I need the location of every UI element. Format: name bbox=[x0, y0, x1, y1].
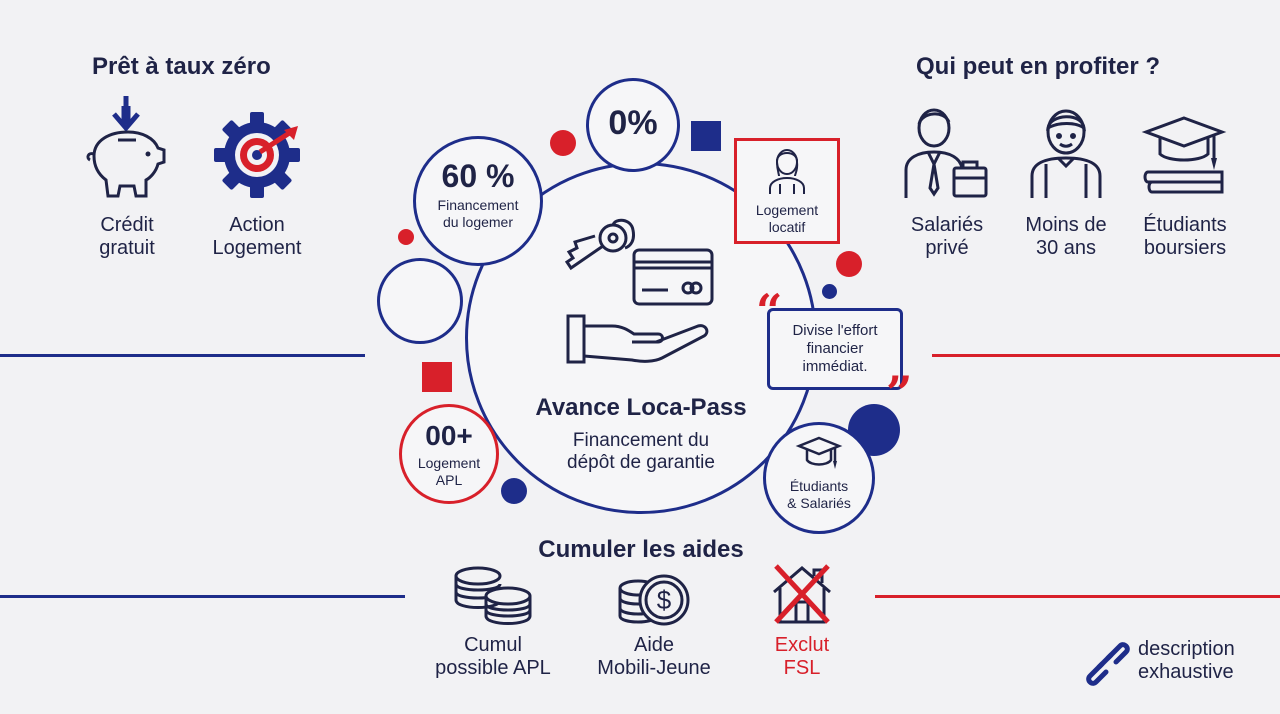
mobili-jeune-label: Aide Mobili-Jeune bbox=[578, 634, 730, 680]
quote-text: Divise l'effort financier immédiat. bbox=[767, 322, 903, 376]
crossed-house-icon bbox=[770, 562, 834, 626]
financing-caption-line-2: du logemer bbox=[442, 214, 514, 230]
close-quote-icon: ” bbox=[886, 366, 913, 420]
apl-label-line-2: APL bbox=[435, 472, 463, 488]
cumul-label-line-2: possible APL bbox=[435, 657, 551, 679]
woman-icon bbox=[768, 146, 806, 196]
key-icon bbox=[564, 218, 635, 276]
credit-card-icon bbox=[632, 248, 714, 306]
financing-caption-line-1: Financement bbox=[437, 197, 519, 213]
main-subtitle-line-1: Financement du bbox=[572, 430, 710, 451]
navy-square bbox=[691, 121, 721, 151]
credit-label-line-2: gratuit bbox=[99, 237, 155, 259]
scholarship-students-label-line-1: Étudiants bbox=[1143, 214, 1227, 236]
fsl-label-line-1: Exclut bbox=[774, 634, 830, 656]
main-subtitle-line-2: dépôt de garantie bbox=[567, 452, 715, 473]
cumul-label: Cumul possible APL bbox=[418, 634, 568, 680]
rental-housing-label: Logement locatif bbox=[734, 202, 840, 236]
students-label: Étudiants & Salariés bbox=[763, 478, 875, 512]
credit-label-line-1: Crédit bbox=[100, 214, 154, 236]
action-label-line-1: Action bbox=[229, 214, 285, 236]
employees-label: Salariés privé bbox=[888, 214, 1006, 260]
students-label-line-1: Étudiants bbox=[789, 478, 849, 494]
empty-ring bbox=[377, 258, 463, 344]
link-icon[interactable] bbox=[1082, 638, 1130, 686]
action-label: Action Logement bbox=[196, 214, 318, 260]
students-circle bbox=[763, 422, 875, 534]
red-dot bbox=[398, 229, 414, 245]
red-dot bbox=[836, 251, 862, 277]
financing-value: 60 % bbox=[441, 158, 515, 194]
fsl-label: Exclut FSL bbox=[740, 634, 864, 680]
rental-housing-label-line-1: Logement bbox=[755, 202, 819, 218]
under-30-label: Moins de 30 ans bbox=[1008, 214, 1124, 260]
divider-right-bottom bbox=[875, 595, 1280, 598]
employees-label-line-2: privé bbox=[925, 237, 969, 259]
main-subtitle: Financement du dépôt de garantie bbox=[480, 430, 802, 474]
financing-caption: Financement du logemer bbox=[413, 197, 543, 231]
footer-link-line-2[interactable]: exhaustive bbox=[1138, 661, 1234, 683]
gear-target-icon bbox=[214, 112, 300, 198]
scholarship-students-label: Étudiants boursiers bbox=[1126, 214, 1244, 260]
quote-text-line-1: Divise l'effort bbox=[792, 322, 878, 339]
navy-dot bbox=[501, 478, 527, 504]
apl-value: 00+ bbox=[425, 420, 473, 451]
financing-circle bbox=[413, 136, 543, 266]
apl-label: Logement APL bbox=[399, 455, 499, 489]
graduation-cap-small-icon bbox=[795, 436, 843, 472]
rental-housing-label-line-2: locatif bbox=[768, 219, 806, 235]
quote-text-line-3: immédiat. bbox=[802, 358, 868, 375]
svg-text:$: $ bbox=[657, 585, 672, 615]
piggy-bank-icon bbox=[84, 96, 170, 200]
bottom-section-title: Cumuler les aides bbox=[538, 536, 744, 563]
zero-rate-circle bbox=[586, 78, 680, 172]
mobili-jeune-label-line-1: Aide bbox=[633, 634, 675, 656]
divider-right-top bbox=[932, 354, 1280, 357]
quote-box bbox=[767, 308, 903, 390]
right-section-title: Qui peut en profiter ? bbox=[916, 53, 1160, 80]
red-square bbox=[422, 362, 452, 392]
young-person-icon bbox=[1028, 106, 1104, 200]
action-label-line-2: Logement bbox=[212, 237, 302, 259]
students-label-line-2: & Salariés bbox=[787, 495, 851, 511]
coins-stack-icon bbox=[452, 566, 534, 626]
dollar-coins-icon: $ bbox=[616, 572, 692, 626]
cumul-label-line-1: Cumul bbox=[464, 634, 522, 656]
employees-label-line-1: Salariés bbox=[910, 214, 984, 236]
footer-link-text[interactable]: description exhaustive bbox=[1138, 638, 1235, 684]
apl-circle bbox=[399, 404, 499, 504]
left-section-title: Prêt à taux zéro bbox=[92, 53, 271, 80]
under-30-label-line-1: Moins de bbox=[1025, 214, 1107, 236]
quote-text-line-2: financier bbox=[806, 340, 864, 357]
scholarship-students-label-line-2: boursiers bbox=[1143, 237, 1227, 259]
credit-label: Crédit gratuit bbox=[68, 214, 186, 260]
mobili-jeune-label-line-2: Mobili-Jeune bbox=[597, 657, 711, 679]
open-quote-icon: “ bbox=[756, 284, 783, 338]
under-30-label-line-2: 30 ans bbox=[1035, 237, 1097, 259]
graduation-cap-icon bbox=[1141, 114, 1227, 194]
apl-label-line-1: Logement bbox=[417, 455, 481, 471]
divider-left-top bbox=[0, 354, 365, 357]
fsl-label-line-2: FSL bbox=[783, 657, 821, 679]
footer-link-line-1[interactable]: description bbox=[1138, 638, 1235, 660]
divider-left-bottom bbox=[0, 595, 405, 598]
zero-rate-value: 0% bbox=[608, 104, 658, 142]
navy-dot bbox=[822, 284, 837, 299]
rental-housing-box bbox=[734, 138, 840, 244]
red-dot bbox=[550, 130, 576, 156]
businessman-icon bbox=[904, 106, 988, 200]
open-hand-icon bbox=[566, 312, 714, 366]
main-title: Avance Loca-Pass bbox=[535, 394, 747, 421]
